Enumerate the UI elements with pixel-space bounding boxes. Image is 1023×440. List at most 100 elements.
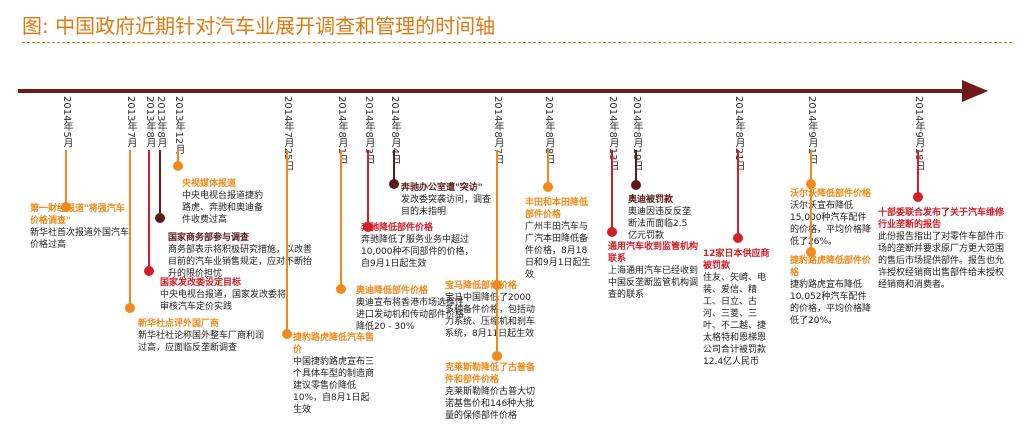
timeline-event-card: 国家发改委设定目标中央电视台报道，国家发改委将审核汽车定价实践	[160, 277, 290, 313]
timeline-event-card: 沃尔沃降低部件价格沃尔沃宣布降低15,000种汽车配件的价格，平均价格降低了26…	[790, 188, 875, 248]
timeline-event-card: 国家商务部参与调查商务部表示将积极研究措施，以改善目前的汽车业销售规定，应对不断…	[168, 232, 318, 280]
timeline-date-label: 2014年8月21日	[733, 96, 744, 171]
timeline-event-stem	[547, 150, 549, 187]
event-headline: 国家发改委设定目标	[160, 278, 242, 288]
timeline-event-stem	[340, 150, 342, 289]
event-headline: 宝马降低部件价格	[445, 281, 518, 291]
timeline-date-label: 2014年8月3日	[363, 96, 374, 165]
event-headline: 奔驰办公室遭"突访"	[401, 183, 483, 193]
timeline-date-label: 2014年9月1日	[806, 96, 817, 165]
timeline-event-marker	[631, 180, 641, 190]
event-headline: 丰田和本田降低部件价格	[525, 198, 589, 220]
event-detail: 奥迪因违反反垄断法而面临2.5亿元罚款	[628, 207, 692, 241]
timeline-event-stem	[393, 150, 395, 184]
timeline-event-marker	[363, 222, 373, 232]
timeline-date-label: 2014年8月1日	[336, 96, 347, 165]
timeline-date-label: 2013年12月	[173, 96, 184, 155]
timeline-event-card: 丰田和本田降低部件价格广州丰田汽车与广汽本田降低备件价格，8月18日和9月1日起…	[525, 197, 595, 281]
event-detail: 新华社首次报道外国汽车价格过高	[30, 228, 130, 250]
timeline-arrowhead	[962, 80, 988, 102]
event-headline: 捷豹路虎降低汽车售价	[293, 333, 375, 355]
event-headline: 奔驰降低部件价格	[361, 223, 434, 233]
event-detail: 奔驰降低了服务业务中超过10,000种不同部件的价格，自9月1日起生效	[361, 235, 474, 269]
event-headline: 克莱斯勒降低了古普备件和部件价格	[445, 363, 536, 385]
timeline-event-stem	[917, 150, 919, 197]
timeline-date-label: 2013年7月	[125, 96, 136, 148]
event-detail: 发改委突袭访问，调查目的未指明	[401, 195, 492, 217]
timeline-event-stem	[611, 150, 613, 232]
timeline-date-label: 2014年5月	[61, 96, 72, 148]
event-detail: 宝马中国降低了2000多种备件价格，包括动力系统、压缩机和刹车系统，8月11日起…	[445, 293, 536, 339]
event-detail: 中央电视台报道捷豹路虎、奔驰和奥迪备件收费过高	[182, 191, 264, 225]
timeline-event-marker	[806, 247, 816, 257]
event-headline: 十部委联合发布了关于汽车维修行业垄断的报告	[878, 208, 1005, 230]
event-detail: 广州丰田汽车与广汽本田降低备件价格，8月18日和9月1日起生效	[525, 222, 591, 280]
timeline-event-card: 央视媒体报道中央电视台报道捷豹路虎、奔驰和奥迪备件收费过高	[182, 178, 270, 226]
event-detail: 克莱斯勒降价古普大切诺基售价和146种大批量的保修部件价格	[445, 387, 536, 421]
timeline-date-label: 2013年8月	[155, 96, 166, 148]
timeline-event-stem	[635, 150, 637, 185]
timeline-event-marker	[389, 179, 399, 189]
timeline-event-marker	[336, 284, 346, 294]
timeline-event-marker	[492, 351, 502, 361]
timeline-date-label: 2014年9月18日	[913, 96, 924, 171]
timeline-event-card: 奔驰办公室遭"突访" 发改委突袭访问，调查目的未指明	[401, 182, 491, 218]
timeline-event-card: 十部委联合发布了关于汽车维修行业垄断的报告此份报告指出了对零件车部件市场的垄断并…	[878, 207, 1006, 291]
event-detail: 沃尔沃宣布降低15,000种汽车配件的价格，平均价格降低了26%。	[790, 201, 872, 247]
event-headline: 奥迪降低部件价格	[356, 286, 429, 296]
timeline-event-marker	[282, 329, 292, 339]
timeline-event-marker	[173, 161, 183, 171]
timeline-date-label: 2013年8月	[144, 96, 155, 148]
timeline-event-card: 第一财经报道"将强汽车价格调查"新华社首次报道外国汽车价格过高	[30, 203, 130, 251]
event-detail: 奥迪宣布将香港市场选择性进口发动机和传动部件价格降低20 - 30%	[356, 298, 465, 332]
timeline-date-label: 2014年8月19日	[631, 96, 642, 171]
timeline-event-marker	[543, 182, 553, 192]
timeline-date-label: 2014年8月7日	[492, 96, 503, 165]
timeline-event-stem	[159, 150, 161, 218]
timeline-date-label: 2014年8月13日	[607, 96, 618, 171]
event-headline: 通用汽车收到监管机构联系	[608, 242, 699, 264]
timeline-event-card: 克莱斯勒降低了古普备件和部件价格克莱斯勒降价古普大切诺基售价和146种大批量的保…	[445, 362, 535, 422]
timeline-event-stem	[148, 150, 150, 271]
event-headline: 新华社点评外国厂商	[138, 319, 220, 329]
timeline-event-card: 新华社点评外国厂商新华社社论称国外整车厂商利润过高，应面临反垄断调查	[138, 318, 268, 354]
event-headline: 沃尔沃降低部件价格	[790, 189, 872, 199]
timeline-event-marker	[144, 266, 154, 276]
timeline-event-card: 宝马降低部件价格宝马中国降低了2000多种备件价格，包括动力系统、压缩机和刹车系…	[445, 280, 535, 340]
timeline-event-stem	[177, 150, 179, 166]
timeline-event-marker	[913, 192, 923, 202]
timeline-event-marker	[733, 233, 743, 243]
timeline-event-stem	[810, 150, 812, 252]
timeline-event-marker	[607, 227, 617, 237]
event-headline: 捷豹路虎降低部件价格	[790, 256, 872, 278]
timeline-event-card: 奥迪被罚款奥迪因违反反垄断法而面临2.5亿元罚款	[628, 194, 693, 242]
timeline-event-card: 捷豹路虎降低汽车售价中国捷豹路虎宣布三个具体车型的制造商建议零售价降低10%，自…	[293, 332, 378, 416]
timeline-event-card: 12家日本供应商被罚款住友、矢崎、电装、爱信、精工、日立、古河、三菱、三叶、不二…	[703, 248, 773, 368]
event-detail: 捷豹路虎宣布降低10,052种汽车配件的价格，平均价格降低了20%。	[790, 280, 872, 326]
timeline-date-label: 2014年7月25日	[282, 96, 293, 171]
timeline-event-stem	[367, 150, 369, 227]
timeline-event-card: 奔驰降低部件价格奔驰降低了服务业务中超过10,000种不同部件的价格，自9月1日…	[361, 222, 477, 270]
chart-title: 图: 中国政府近期针对汽车业展开调查和管理的时间轴	[22, 14, 496, 38]
event-headline: 12家日本供应商被罚款	[703, 249, 770, 271]
timeline-event-stem	[286, 150, 288, 334]
timeline-event-marker	[61, 202, 71, 212]
event-detail: 上海通用汽车已经收到中国反垄断监管机构调查的联系	[608, 266, 699, 300]
event-detail: 商务部表示将积极研究措施，以改善目前的汽车业销售规定，应对不断抬升的限价担忧	[168, 245, 313, 279]
event-headline: 国家商务部参与调查	[168, 233, 250, 243]
timeline-date-label: 2014年8月4日	[389, 96, 400, 165]
event-detail: 中国捷豹路虎宣布三个具体车型的制造商建议零售价降低10%，自8月1日起生效	[293, 357, 375, 415]
timeline-event-card: 通用汽车收到监管机构联系上海通用汽车已经收到中国反垄断监管机构调查的联系	[608, 241, 698, 301]
timeline-event-card: 奥迪降低部件价格奥迪宣布将香港市场选择性进口发动机和传动部件价格降低20 - 3…	[356, 285, 466, 333]
event-headline: 央视媒体报道	[182, 179, 237, 189]
event-headline: 奥迪被罚款	[628, 195, 674, 205]
timeline-event-stem	[65, 150, 67, 207]
event-detail: 新华社社论称国外整车厂商利润过高，应面临反垄断调查	[138, 331, 265, 353]
event-detail: 此份报告指出了对零件车部件市场的垄断并要求原厂方更大范围的售后市场提供部件。报告…	[878, 232, 1005, 290]
event-detail: 住友、矢崎、电装、爱信、精工、日立、古河、三菱、三叶、不二越、捷太格特和恩梯恩公…	[703, 273, 767, 367]
timeline-axis	[18, 89, 968, 93]
timeline-event-stem	[496, 150, 498, 356]
timeline-event-card: 捷豹路虎降低部件价格捷豹路虎宣布降低10,052种汽车配件的价格，平均价格降低了…	[790, 255, 875, 327]
event-headline: 第一财经报道"将强汽车价格调查"	[30, 204, 125, 226]
timeline-event-marker	[125, 303, 135, 313]
